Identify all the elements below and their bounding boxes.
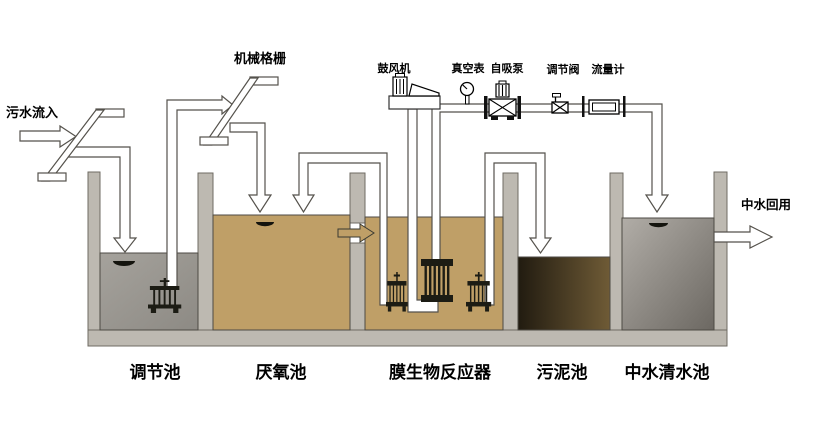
vacuum-gauge-icon <box>459 81 475 105</box>
blower-icon <box>388 73 441 110</box>
tank-label-clearwater: 中水清水池 <box>625 362 710 383</box>
sludge-tank-water <box>517 256 611 331</box>
basin-structure <box>87 171 728 347</box>
self-priming-pump-icon <box>484 80 521 120</box>
basin-wall-3 <box>502 172 519 332</box>
inflow-label: 污水流入 <box>6 105 58 121</box>
screen2-drop-pipe-arrow <box>229 122 273 214</box>
bar-screen-2 <box>199 76 279 146</box>
water-level-icon <box>256 222 274 227</box>
anaerobic-tank-water <box>212 214 351 331</box>
screen-bottom-chute <box>37 172 67 182</box>
screen-diagonal <box>202 77 260 146</box>
screen-label: 机械格栅 <box>234 51 286 67</box>
flow-meter-icon <box>582 96 626 117</box>
tank-label-sludge: 污泥池 <box>537 362 588 383</box>
tank-label-regulating: 调节池 <box>130 362 181 383</box>
tank-label-mbr: 膜生物反应器 <box>389 362 492 383</box>
clear-water-tank-water <box>621 217 715 331</box>
regulating-tank-water <box>99 252 199 331</box>
recirculation-pipe-arrow <box>291 152 388 306</box>
blower-label: 鼓风机 <box>378 61 411 75</box>
wall-opening-flow-arrow <box>337 223 375 243</box>
membrane-module-icon <box>421 259 453 302</box>
inflow-arrow <box>19 124 78 149</box>
vacuum-gauge-label: 真空表 <box>452 61 486 75</box>
basin-base-slab <box>87 329 728 347</box>
water-level-icon <box>113 261 135 266</box>
screen1-drop-pipe-arrow <box>67 146 138 253</box>
basin-wall-2-upper <box>349 172 366 224</box>
valve-label: 调节阀 <box>547 62 580 76</box>
basin-wall-outer-left <box>87 171 101 333</box>
outflow-arrow <box>713 225 774 249</box>
screen-bottom-chute <box>199 136 229 146</box>
flowmeter-label: 流量计 <box>592 62 625 76</box>
regulating-valve-icon <box>551 93 569 114</box>
basin-wall-outer-right <box>713 171 728 333</box>
tank-waters <box>99 214 715 331</box>
bar-screen-1 <box>37 108 125 182</box>
tank-label-anaerobic: 厌氧池 <box>256 362 307 383</box>
water-level-icons <box>113 222 668 266</box>
basin-wall-4 <box>609 172 624 332</box>
reuse-label: 中水回用 <box>741 197 791 212</box>
basin-wall-2-lower <box>349 242 366 332</box>
water-level-icon <box>649 223 668 228</box>
basin-wall-1 <box>197 172 214 332</box>
sludge-pipe-arrow <box>484 152 553 306</box>
pump-label: 自吸泵 <box>491 61 524 75</box>
